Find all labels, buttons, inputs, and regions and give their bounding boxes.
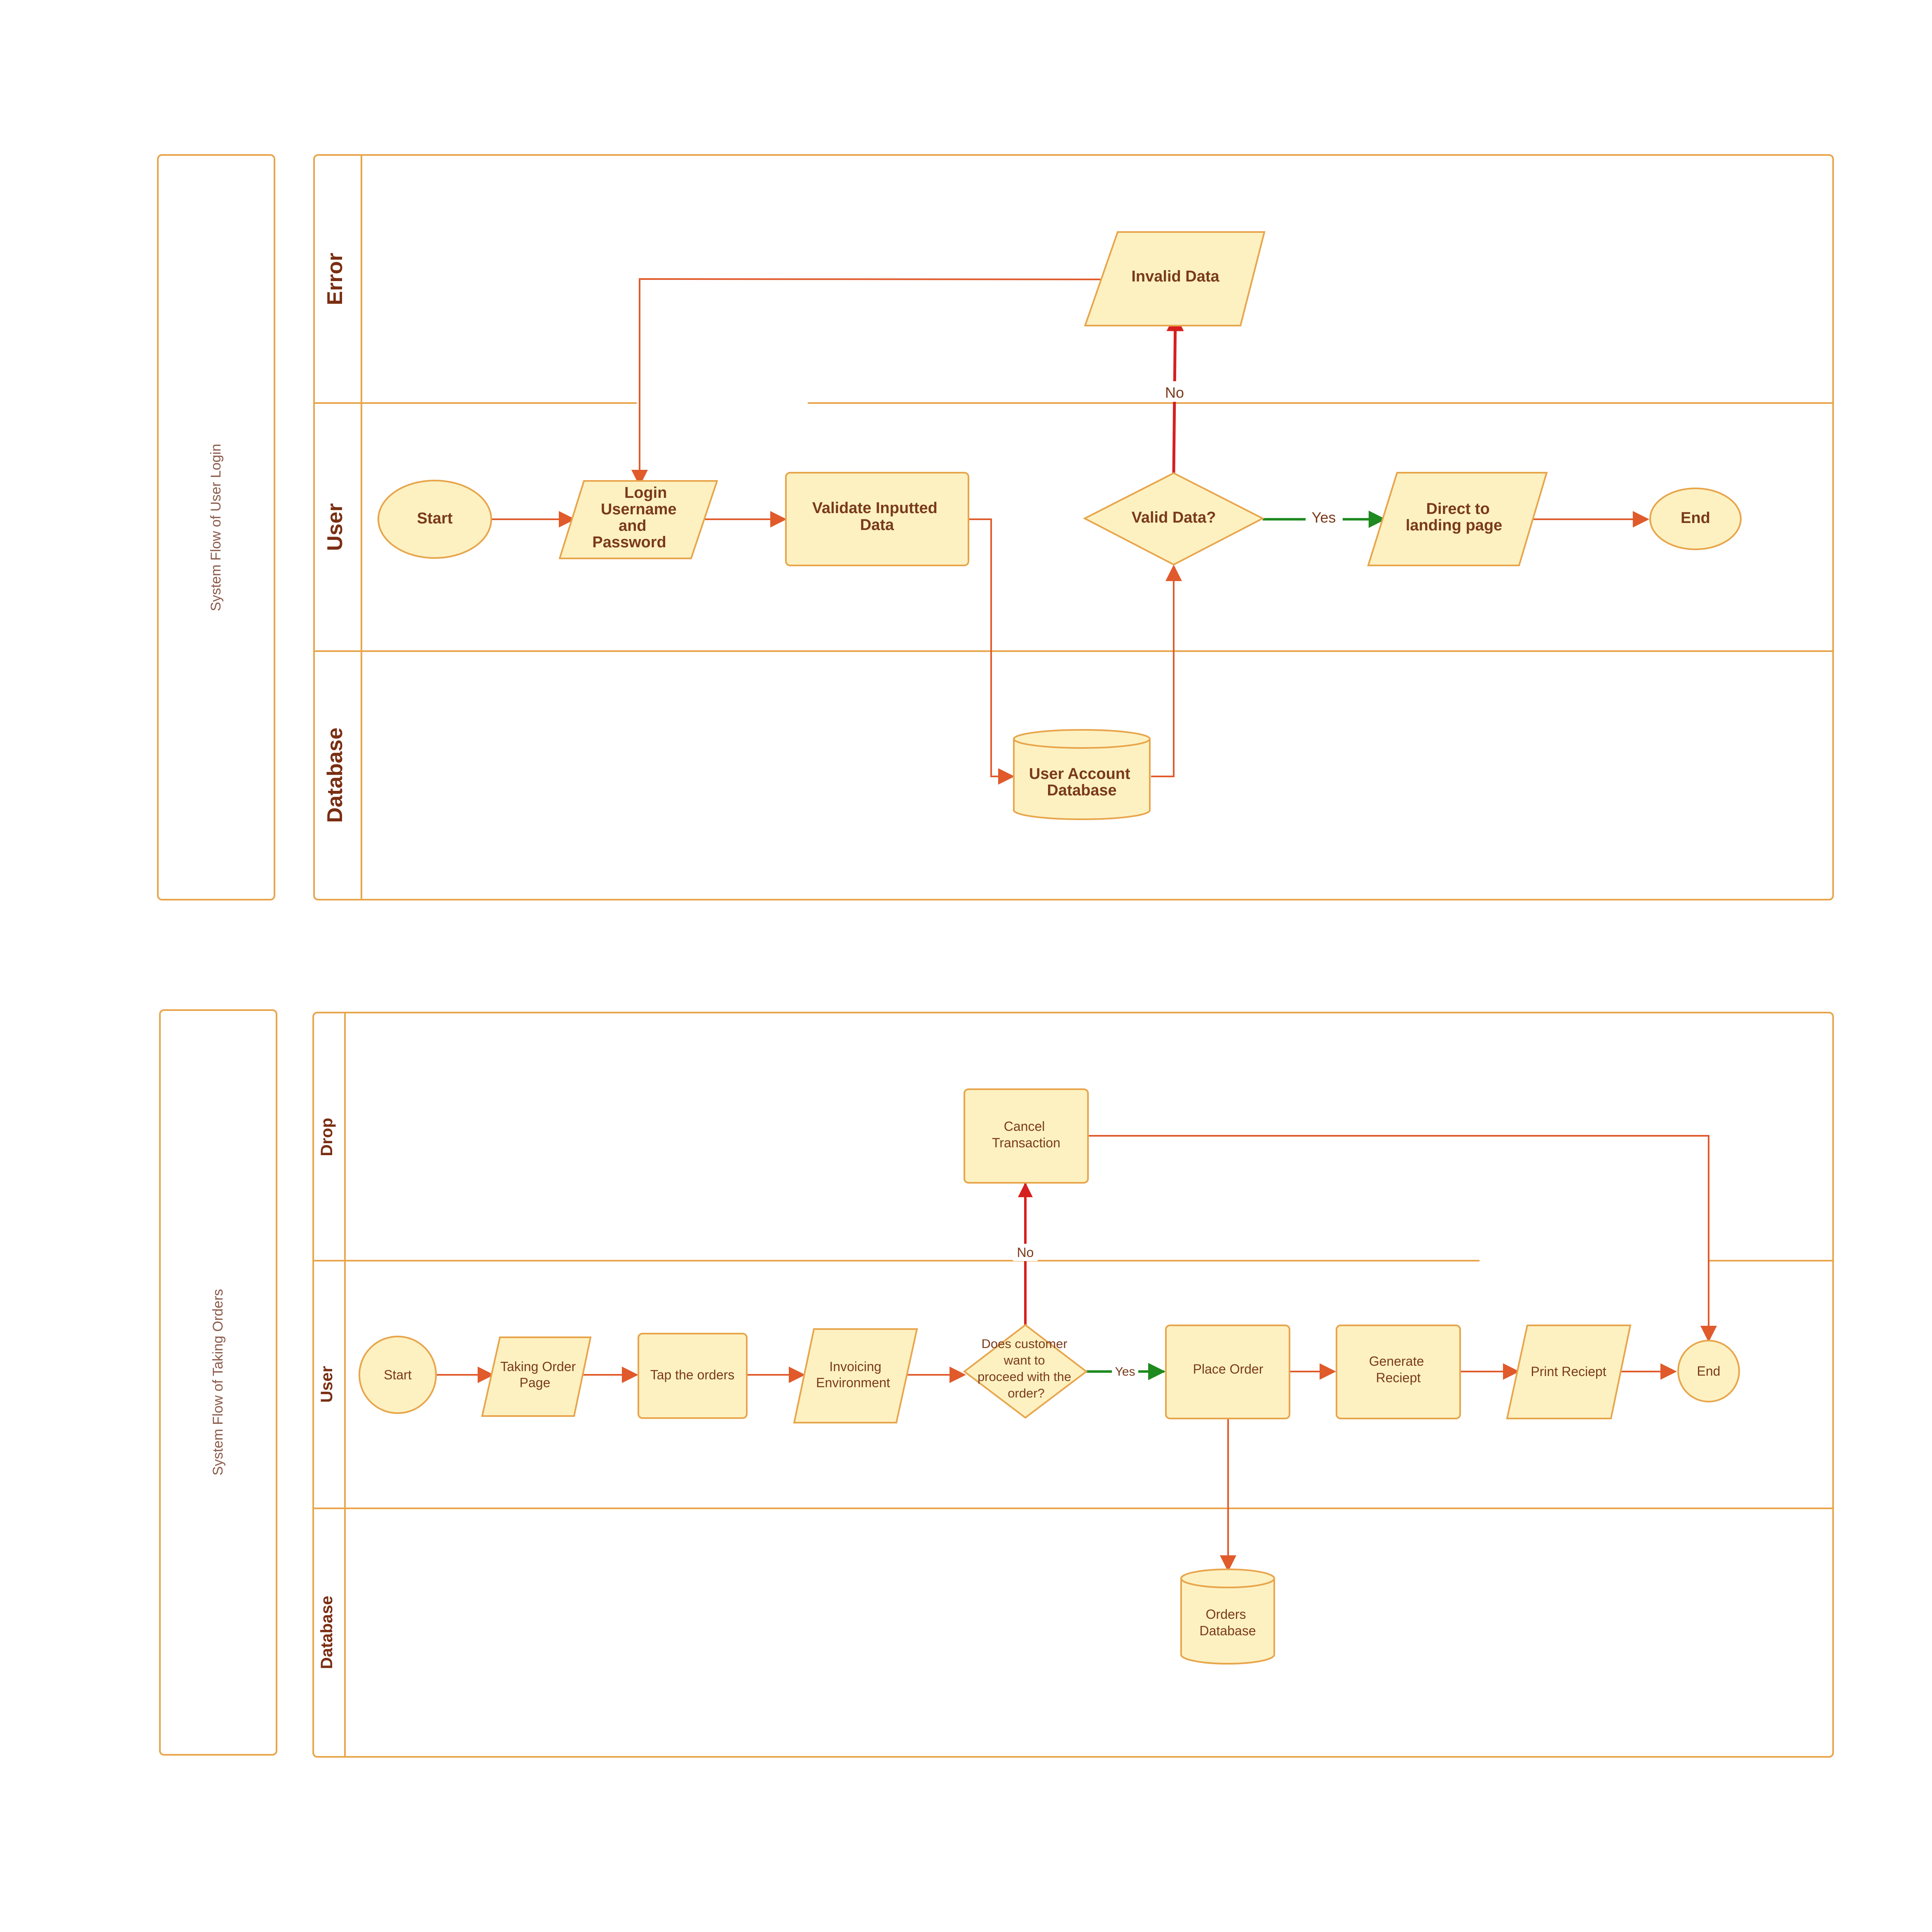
lane-label-user: User [323,503,347,551]
edge-label-yes-1: Yes [1312,509,1336,526]
diagram-taking-orders: System Flow of Taking Orders Drop User D… [159,1009,1834,1758]
node-generate-reciept: Generate Reciept [1336,1325,1461,1419]
edge-label-yes-2: Yes [1115,1365,1135,1379]
lane-label-database: Database [323,727,347,823]
node-valid-decision: Valid Data? [1083,472,1265,566]
swimlane-frame-1 [313,154,1834,900]
node-orders-database: Orders Database [1180,1569,1275,1665]
node-cancel-transaction: Cancel Transaction [964,1088,1089,1184]
svg-text:Orders Database: Orders Database [1200,1607,1256,1638]
svg-text:Invoicing Environment: Invoicing Environment [816,1359,890,1390]
node-end-2: End [1677,1340,1740,1402]
node-login-input: Login Username and Password [559,480,718,559]
edge-label-no-2: No [1017,1245,1034,1260]
title-box-2 [159,1009,277,1756]
svg-text:Login Username: Login Username and Password [592,484,681,551]
node-invoicing-environment: Invoicing Environment [793,1328,918,1423]
svg-text:Print Reciept: Print Reciept [1531,1364,1606,1379]
lane-label-user-2: User [318,1366,336,1403]
label-bg-no-1 [1157,381,1191,402]
node-tap-orders: Tap the orders [638,1333,748,1419]
svg-text:Start: Start [384,1367,412,1382]
edge-database-valid [1151,565,1182,777]
edge-validate-database [968,518,1015,785]
lane-label-drop: Drop [318,1118,336,1156]
node-place-order: Place Order [1165,1325,1290,1419]
node-taking-order-page: Taking Order Page [481,1336,592,1417]
lane-label-error: Error [323,253,347,305]
svg-text:Start: Start [417,510,453,527]
node-start-1: Start [377,480,492,559]
svg-text:End: End [1697,1364,1721,1379]
diagram-user-login: System Flow of User Login Error User Dat… [157,154,1834,900]
lane-label-database-2: Database [318,1596,336,1669]
node-proceed-decision: Does customer want to proceed with the o… [963,1324,1088,1419]
svg-text:Validate Inputted Data: Validate Inputted Data [812,499,942,534]
swimlane-frame-2 [312,1012,1834,1758]
node-end-1: End [1649,488,1742,550]
node-direct-landing: Direct to landing page [1367,472,1548,566]
svg-text:Generate Reciept: Generate Reciept [1369,1354,1428,1385]
node-invalid-data: Invalid Data [1084,231,1266,326]
node-print-reciept: Print Reciept [1506,1325,1632,1419]
diagram-2-title: System Flow of Taking Orders [210,1289,226,1476]
svg-text:End: End [1681,509,1710,527]
svg-text:Place Order: Place Order [1193,1362,1264,1376]
svg-text:User Account Database: User Account Database [1029,765,1135,799]
label-bg-yes-2 [1112,1364,1138,1379]
node-validate-data: Validate Inputted Data [785,472,969,566]
svg-text:Valid Data?: Valid Data? [1132,509,1216,526]
label-bg-no-2 [1013,1244,1038,1261]
node-start-2: Start [359,1336,437,1414]
label-bg-yes-1 [1306,509,1343,527]
edge-cancel-end [1088,1135,1717,1342]
diagram-1-title: System Flow of User Login [208,444,224,611]
node-user-account-database: User Account Database [1013,729,1151,820]
svg-text:Invalid Data: Invalid Data [1131,268,1219,285]
svg-text:Direct to landing page: Direct to landing page [1406,500,1502,534]
title-box-1 [157,154,275,900]
svg-text:Cancel Transaction: Cancel Transaction [992,1119,1060,1150]
edge-label-no-1: No [1165,384,1184,401]
edge-invalid-login [631,278,1101,486]
svg-text:Does customer want to: Does customer want to proceed with the o… [978,1336,1075,1400]
svg-text:Tap the orders: Tap the orders [650,1367,735,1382]
svg-text:Taking Order Page: Taking Order Page [500,1359,579,1390]
